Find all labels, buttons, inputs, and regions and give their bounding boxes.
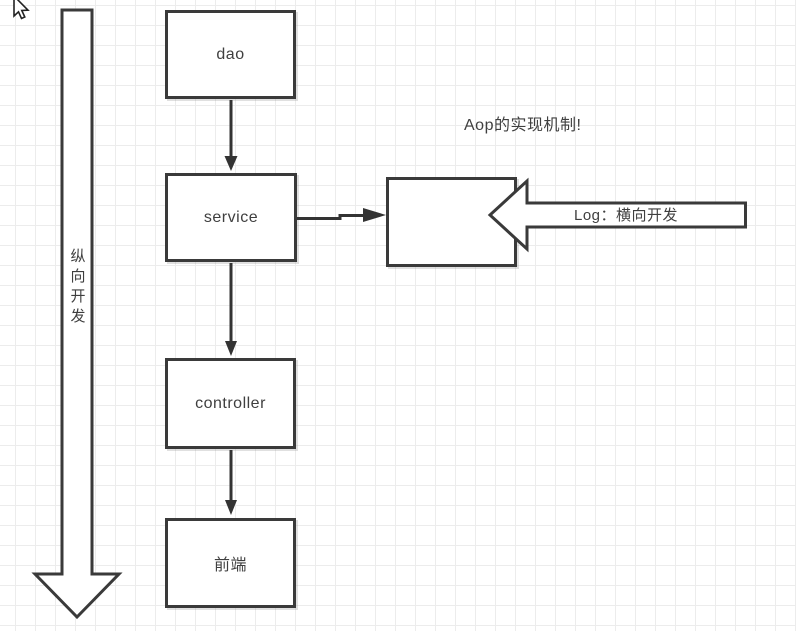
aop-annotation-text[interactable]: Aop的实现机制! bbox=[464, 117, 582, 134]
node-dao[interactable]: dao bbox=[165, 10, 296, 99]
node-service-label: service bbox=[203, 208, 259, 226]
node-log-aspect[interactable] bbox=[386, 177, 517, 267]
connector-service-log[interactable] bbox=[297, 208, 386, 222]
node-frontend[interactable]: 前端 bbox=[165, 518, 296, 608]
node-dao-label: dao bbox=[216, 45, 245, 63]
connector-controller-frontend[interactable] bbox=[225, 450, 237, 515]
vertical-dev-arrow-label: 纵向开发 bbox=[68, 248, 86, 328]
node-controller[interactable]: controller bbox=[165, 358, 296, 449]
node-frontend-label: 前端 bbox=[213, 557, 247, 574]
node-controller-label: controller bbox=[195, 394, 266, 412]
connector-service-controller[interactable] bbox=[225, 263, 237, 356]
node-service[interactable]: service bbox=[165, 173, 297, 262]
log-arrow-label: Log：横向开发 bbox=[573, 207, 679, 224]
connector-dao-service[interactable] bbox=[224, 100, 238, 171]
cursor-icon bbox=[13, 0, 30, 20]
